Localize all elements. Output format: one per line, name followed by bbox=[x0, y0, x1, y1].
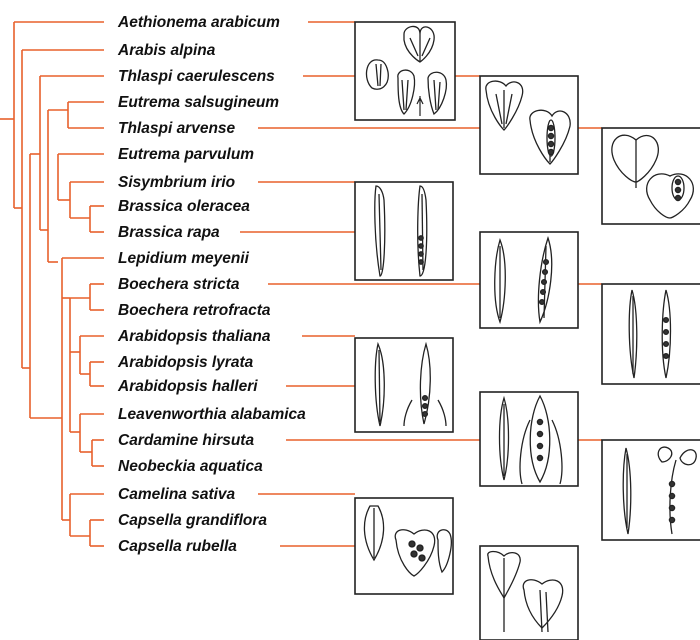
species-label: Brassica oleracea bbox=[118, 198, 250, 215]
phylogenetic-tree bbox=[0, 22, 104, 546]
species-label: Boechera retrofracta bbox=[118, 302, 271, 319]
species-label: Camelina sativa bbox=[118, 486, 236, 503]
species-label: Capsella rubella bbox=[118, 538, 237, 555]
species-label: Arabidopsis halleri bbox=[117, 378, 258, 395]
species-label: Arabidopsis thaliana bbox=[117, 328, 271, 345]
thlaspi-caerulescens-fruit-sketch bbox=[480, 76, 578, 174]
species-label: Thlaspi caerulescens bbox=[118, 68, 275, 85]
thlaspi-arvense-fruit-sketch bbox=[602, 128, 700, 224]
species-label: Lepidium meyenii bbox=[118, 250, 250, 267]
species-label: Boechera stricta bbox=[118, 276, 240, 293]
species-label: Sisymbrium irio bbox=[118, 174, 235, 191]
brassica-fruit-sketch bbox=[355, 182, 453, 280]
arabidopsis-fruit-sketch bbox=[355, 338, 453, 432]
species-label: Eutrema salsugineum bbox=[118, 94, 279, 111]
species-label: Arabis alpina bbox=[117, 42, 216, 59]
species-label: Brassica rapa bbox=[118, 224, 220, 241]
species-label: Leavenworthia alabamica bbox=[118, 406, 306, 423]
cardamine-fruit-sketch bbox=[480, 392, 578, 486]
species-label: Neobeckia aquatica bbox=[118, 458, 263, 475]
species-label: Aethionema arabicum bbox=[117, 14, 280, 31]
cardamine-explosive-fruit-sketch bbox=[602, 440, 700, 540]
species-label: Cardamine hirsuta bbox=[118, 432, 254, 449]
boechera-fruit-sketch bbox=[480, 232, 578, 328]
species-label: Eutrema parvulum bbox=[118, 146, 254, 163]
capsella-rubella-fruit-sketch bbox=[355, 498, 453, 594]
capsella-grandiflora-fruit-sketch bbox=[480, 546, 578, 640]
aethionema-fruit-sketch bbox=[355, 22, 455, 120]
species-label: Capsella grandiflora bbox=[118, 512, 267, 529]
fruit-illustrations bbox=[355, 22, 700, 640]
species-label: Arabidopsis lyrata bbox=[117, 354, 254, 371]
species-label: Thlaspi arvense bbox=[118, 120, 236, 137]
boechera-retro-fruit-sketch bbox=[602, 284, 700, 384]
